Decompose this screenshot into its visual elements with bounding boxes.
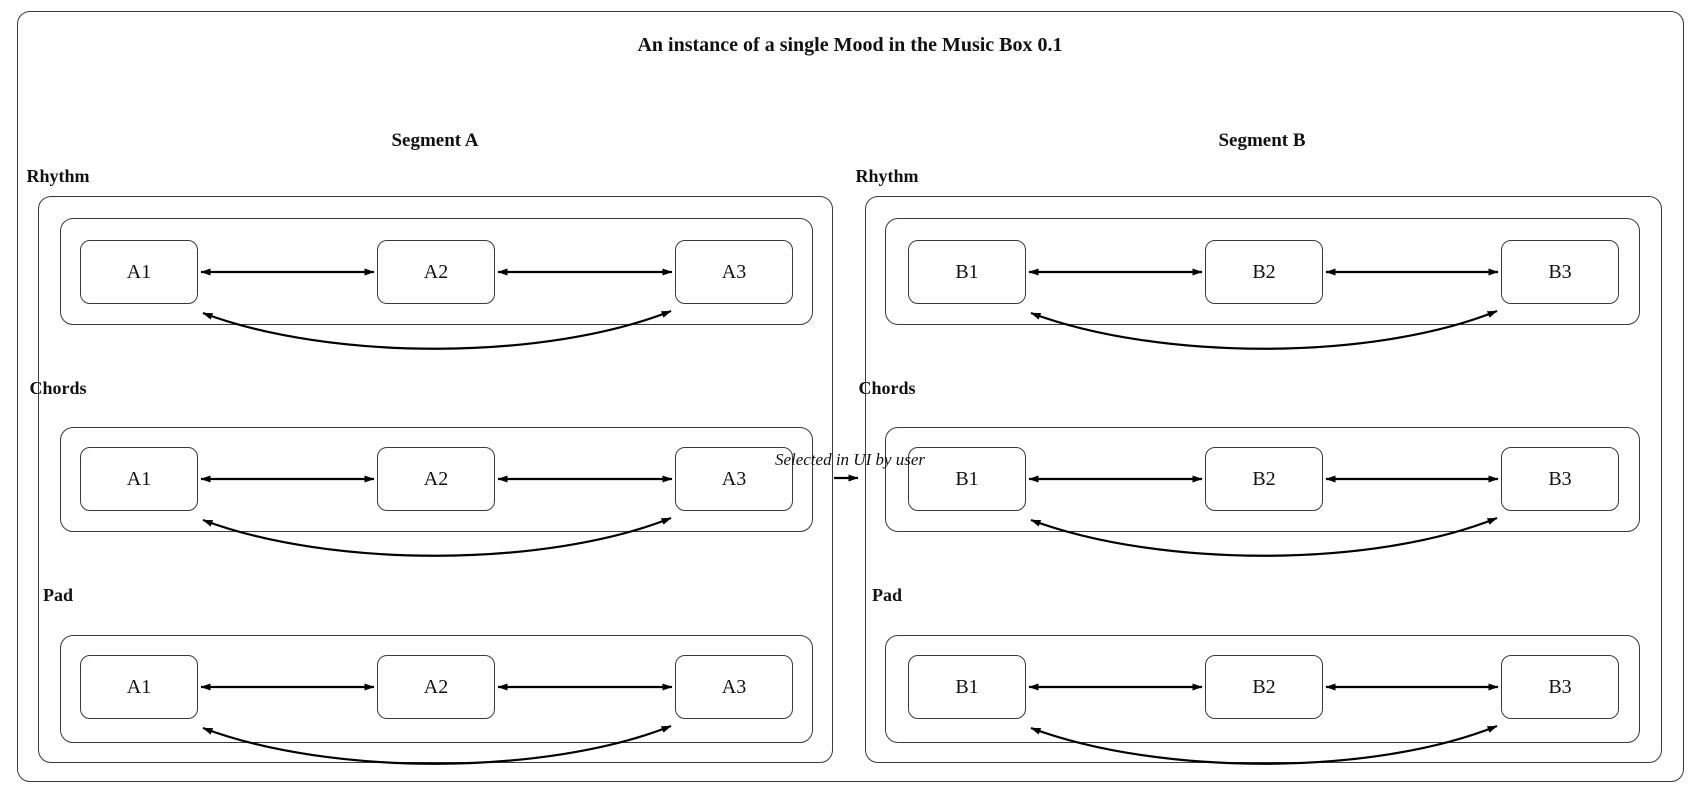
label-a-pad: Pad xyxy=(42,585,73,605)
node-b3-chords: B3 xyxy=(1501,447,1619,511)
node-b2-pad: B2 xyxy=(1205,655,1323,719)
node-b3-rhythm: B3 xyxy=(1501,240,1619,304)
selected-edge-label: Selected in UI by user xyxy=(774,450,926,469)
node-b1-rhythm: B1 xyxy=(908,240,1026,304)
node-b2-rhythm: B2 xyxy=(1205,240,1323,304)
node-a2-pad: A2 xyxy=(377,655,495,719)
node-b2-chords: B2 xyxy=(1205,447,1323,511)
node-b1-pad: B1 xyxy=(908,655,1026,719)
node-b1-chords: B1 xyxy=(908,447,1026,511)
label-b-rhythm: Rhythm xyxy=(855,166,919,186)
mood-box xyxy=(17,11,1684,782)
node-a3-rhythm: A3 xyxy=(675,240,793,304)
label-b-chords: Chords xyxy=(858,378,916,398)
diagram-title: An instance of a single Mood in the Musi… xyxy=(637,34,1063,56)
node-a2-chords: A2 xyxy=(377,447,495,511)
label-b-pad: Pad xyxy=(871,585,902,605)
node-a2-rhythm: A2 xyxy=(377,240,495,304)
node-a3-pad: A3 xyxy=(675,655,793,719)
segment-b-title: Segment B xyxy=(1218,130,1306,151)
node-a3-chords: A3 xyxy=(675,447,793,511)
label-a-chords: Chords xyxy=(29,378,87,398)
node-b3-pad: B3 xyxy=(1501,655,1619,719)
node-a1-chords: A1 xyxy=(80,447,198,511)
node-a1-pad: A1 xyxy=(80,655,198,719)
label-a-rhythm: Rhythm xyxy=(26,166,90,186)
segment-a-title: Segment A xyxy=(391,130,479,151)
node-a1-rhythm: A1 xyxy=(80,240,198,304)
